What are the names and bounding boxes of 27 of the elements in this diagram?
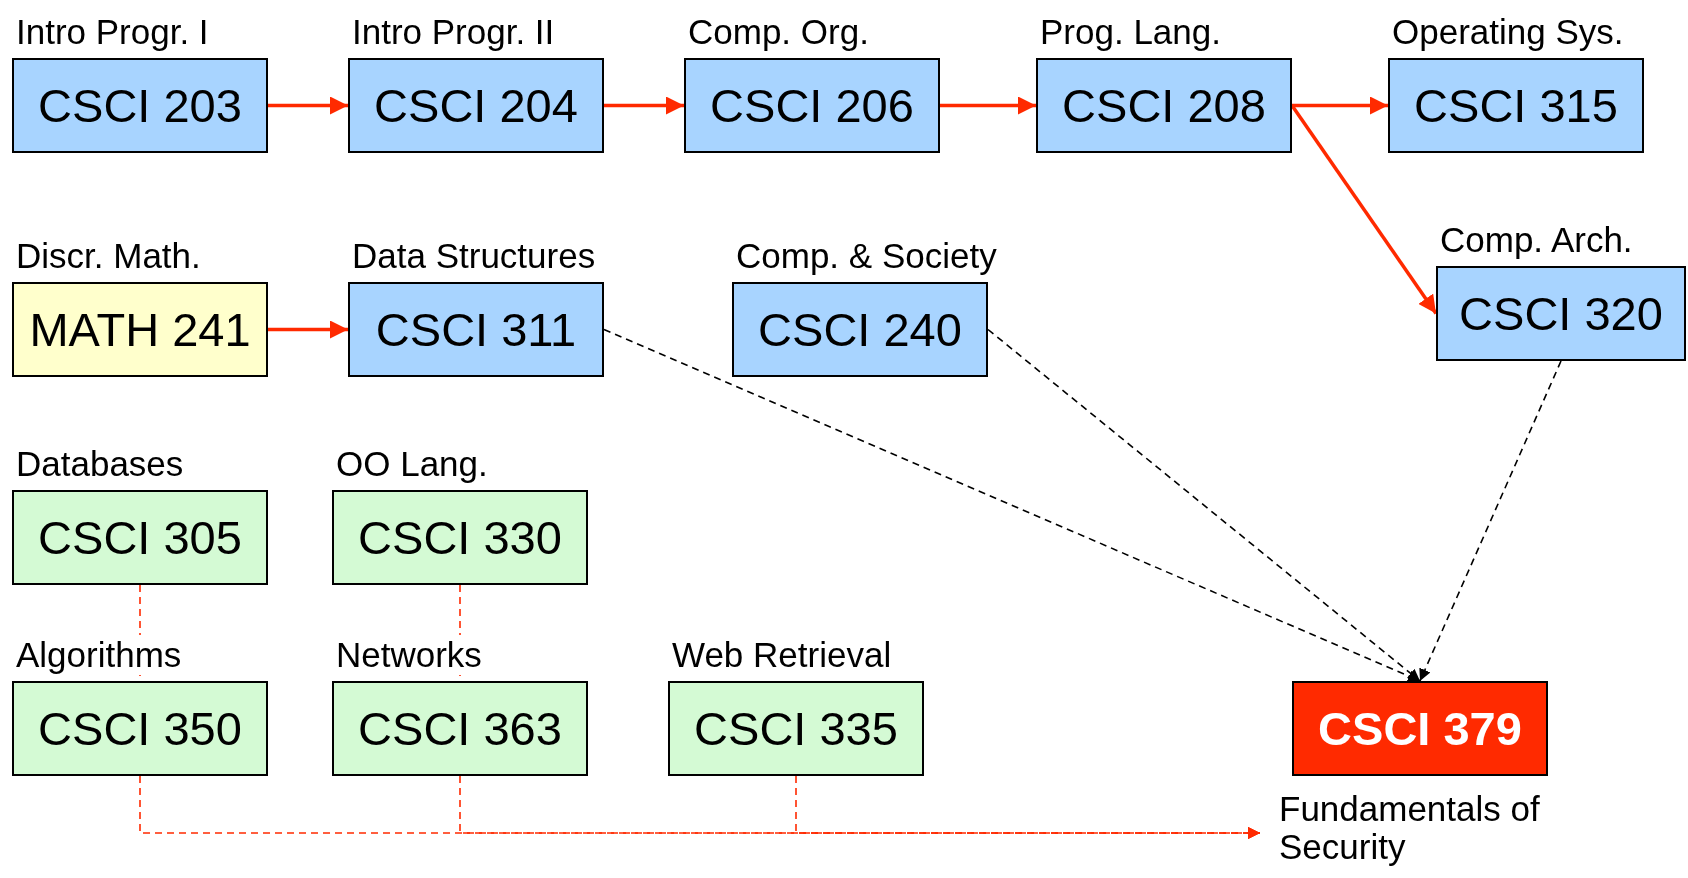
arrow — [603, 328, 1421, 682]
course-box: CSCI 311 — [348, 282, 604, 377]
arrow — [987, 328, 1421, 682]
arrow — [268, 96, 348, 115]
arrow — [604, 96, 684, 115]
course-box: CSCI 305 — [12, 490, 268, 585]
course-box: CSCI 203 — [12, 58, 268, 153]
course-box: CSCI 350 — [12, 681, 268, 776]
course-caption: Fundamentals of Security — [1279, 790, 1541, 866]
course-box: CSCI 379 — [1292, 681, 1548, 776]
course-box: CSCI 206 — [684, 58, 940, 153]
arrow — [268, 320, 348, 339]
arrow — [940, 96, 1036, 115]
course-title: Networks — [336, 635, 482, 675]
course-box: CSCI 204 — [348, 58, 604, 153]
course-box: CSCI 320 — [1436, 266, 1686, 361]
course-box: MATH 241 — [12, 282, 268, 377]
course-box: CSCI 363 — [332, 681, 588, 776]
course-box: CSCI 240 — [732, 282, 988, 377]
course-box: CSCI 208 — [1036, 58, 1292, 153]
arrow — [1419, 360, 1562, 682]
course-title: Algorithms — [16, 635, 182, 675]
course-box: CSCI 330 — [332, 490, 588, 585]
arrow — [795, 775, 1261, 839]
course-box: CSCI 335 — [668, 681, 924, 776]
arrow — [1292, 96, 1388, 115]
course-box: CSCI 315 — [1388, 58, 1644, 153]
